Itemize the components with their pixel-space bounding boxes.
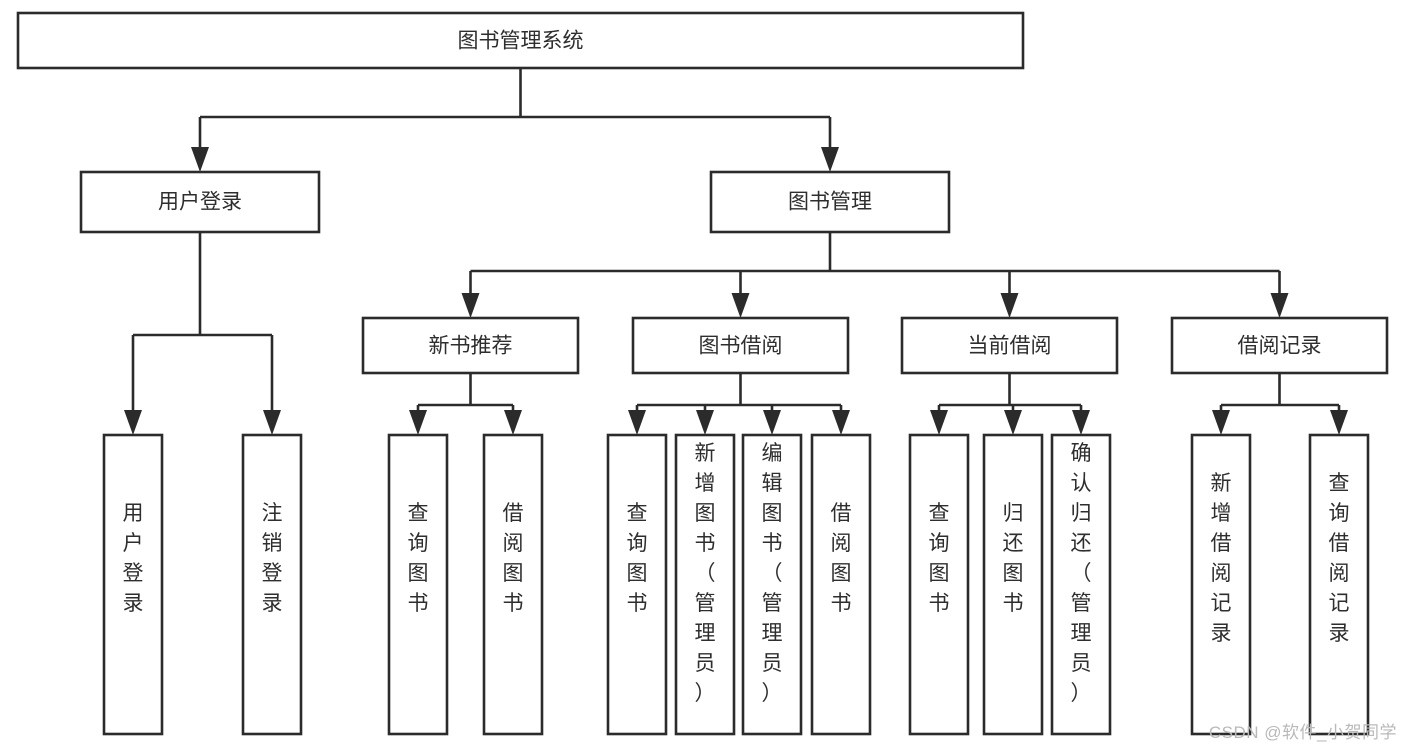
leaf-node-add-book-box[interactable] <box>674 433 736 736</box>
node-user-login[interactable]: 用户登录 <box>79 170 321 234</box>
arrow-to-new-book-recommend <box>461 293 480 318</box>
leaf-node-borrow-book-recommend[interactable]: 借阅图书 <box>482 433 544 736</box>
arrow-to-leaf-add-book <box>696 410 714 435</box>
node-book-borrow[interactable]: 图书借阅 <box>631 316 850 375</box>
leaf-node-borrow-book-recommend-box[interactable] <box>482 433 544 736</box>
arrow-to-leaf-query-book-a <box>409 410 427 435</box>
arrow-to-book-mgmt <box>821 147 839 172</box>
connector-group-user-login <box>124 232 281 435</box>
node-book-borrow-label: 图书借阅 <box>699 335 783 358</box>
leaf-node-edit-book[interactable]: 编辑图书（管理员） <box>741 433 803 736</box>
node-current-borrow[interactable]: 当前借阅 <box>900 316 1119 375</box>
node-root-system-box[interactable] <box>16 11 1025 70</box>
leaf-node-query-borrow-record[interactable]: 查询借阅记录 <box>1308 433 1370 736</box>
leaf-node-add-book-label: 新增图书（管理员） <box>695 442 716 705</box>
leaf-node-query-book-current-label: 查询图书 <box>929 502 950 615</box>
leaf-node-return-book-box[interactable] <box>982 433 1044 736</box>
connector-group-borrow-record <box>1212 373 1348 435</box>
leaf-node-query-book-borrow[interactable]: 查询图书 <box>606 433 668 736</box>
arrow-to-leaf-query-book-b <box>628 410 646 435</box>
leaf-node-user-login[interactable]: 用户登录 <box>102 433 164 736</box>
node-new-book-recommend-label: 新书推荐 <box>429 335 513 358</box>
leaf-node-query-book-recommend-label: 查询图书 <box>408 502 429 615</box>
csdn-watermark: CSDN @软件_小贺同学 <box>1208 723 1397 742</box>
arrow-to-leaf-query-book-c <box>930 410 948 435</box>
arrow-to-leaf-borrow-book-a <box>504 410 522 435</box>
leaf-node-logout-label: 注销登录 <box>262 502 283 615</box>
connector-group-new-book-recommend <box>409 373 522 435</box>
arrow-to-leaf-query-record <box>1330 410 1348 435</box>
node-root-system[interactable]: 图书管理系统 <box>16 11 1025 70</box>
leaf-node-query-book-borrow-label: 查询图书 <box>627 502 648 615</box>
leaf-node-query-book-borrow-box[interactable] <box>606 433 668 736</box>
leaf-node-edit-book-label: 编辑图书（管理员） <box>762 442 783 705</box>
leaf-node-query-book-recommend-box[interactable] <box>387 433 449 736</box>
leaf-node-add-borrow-record-box[interactable] <box>1190 433 1252 736</box>
leaf-node-logout-box[interactable] <box>241 433 303 736</box>
node-current-borrow-label: 当前借阅 <box>968 335 1052 358</box>
leaf-node-query-book-current[interactable]: 查询图书 <box>908 433 970 736</box>
leaf-node-user-login-box[interactable] <box>102 433 164 736</box>
arrow-to-leaf-confirm-return <box>1072 410 1090 435</box>
leaf-node-query-book-recommend[interactable]: 查询图书 <box>387 433 449 736</box>
arrow-to-leaf-borrow-book-b <box>832 410 850 435</box>
connector-group-current-borrow <box>930 373 1090 435</box>
node-book-management-box[interactable] <box>709 170 951 234</box>
node-borrow-record[interactable]: 借阅记录 <box>1170 316 1389 375</box>
arrow-to-leaf-edit-book <box>763 410 781 435</box>
leaf-node-return-book[interactable]: 归还图书 <box>982 433 1044 736</box>
leaf-node-return-book-label: 归还图书 <box>1003 502 1024 615</box>
leaf-node-query-borrow-record-label: 查询借阅记录 <box>1329 472 1350 645</box>
leaf-node-confirm-return-label: 确认归还（管理员） <box>1071 442 1092 705</box>
leaf-node-edit-book-box[interactable] <box>741 433 803 736</box>
arrow-to-borrow-record <box>1270 293 1289 318</box>
arrow-to-leaf-return-book <box>1004 410 1022 435</box>
node-root-system-label: 图书管理系统 <box>458 30 584 53</box>
node-borrow-record-box[interactable] <box>1170 316 1389 375</box>
node-book-borrow-box[interactable] <box>631 316 850 375</box>
leaf-node-borrow-book[interactable]: 借阅图书 <box>810 433 872 736</box>
leaf-node-borrow-book-recommend-label: 借阅图书 <box>503 502 524 615</box>
leaf-node-add-borrow-record[interactable]: 新增借阅记录 <box>1190 433 1252 736</box>
node-current-borrow-box[interactable] <box>900 316 1119 375</box>
arrow-to-leaf-add-record <box>1212 410 1230 435</box>
leaf-node-add-book[interactable]: 新增图书（管理员） <box>674 433 736 736</box>
connector-group-book-mgmt <box>461 232 1289 318</box>
node-book-management[interactable]: 图书管理 <box>709 170 951 234</box>
leaf-node-add-borrow-record-label: 新增借阅记录 <box>1211 472 1232 645</box>
node-borrow-record-label: 借阅记录 <box>1238 335 1322 358</box>
leaf-node-query-borrow-record-box[interactable] <box>1308 433 1370 736</box>
arrow-to-user-login <box>191 147 209 172</box>
arrow-to-book-borrow <box>731 293 750 318</box>
leaf-node-borrow-book-box[interactable] <box>810 433 872 736</box>
leaf-node-borrow-book-label: 借阅图书 <box>831 502 852 615</box>
arrow-to-leaf-user-login <box>124 410 142 435</box>
leaf-node-confirm-return[interactable]: 确认归还（管理员） <box>1050 433 1112 736</box>
leaf-node-confirm-return-box[interactable] <box>1050 433 1112 736</box>
arrow-to-leaf-logout <box>263 410 281 435</box>
connector-group-root <box>191 68 839 172</box>
arrow-to-current-borrow <box>1000 293 1019 318</box>
connector-group-book-borrow <box>628 373 850 435</box>
node-new-book-recommend-box[interactable] <box>361 316 580 375</box>
node-book-management-label: 图书管理 <box>788 191 872 214</box>
node-user-login-box[interactable] <box>79 170 321 234</box>
leaf-node-logout[interactable]: 注销登录 <box>241 433 303 736</box>
node-user-login-label: 用户登录 <box>158 191 242 214</box>
leaf-node-query-book-current-box[interactable] <box>908 433 970 736</box>
leaf-node-user-login-label: 用户登录 <box>123 502 144 615</box>
node-new-book-recommend[interactable]: 新书推荐 <box>361 316 580 375</box>
